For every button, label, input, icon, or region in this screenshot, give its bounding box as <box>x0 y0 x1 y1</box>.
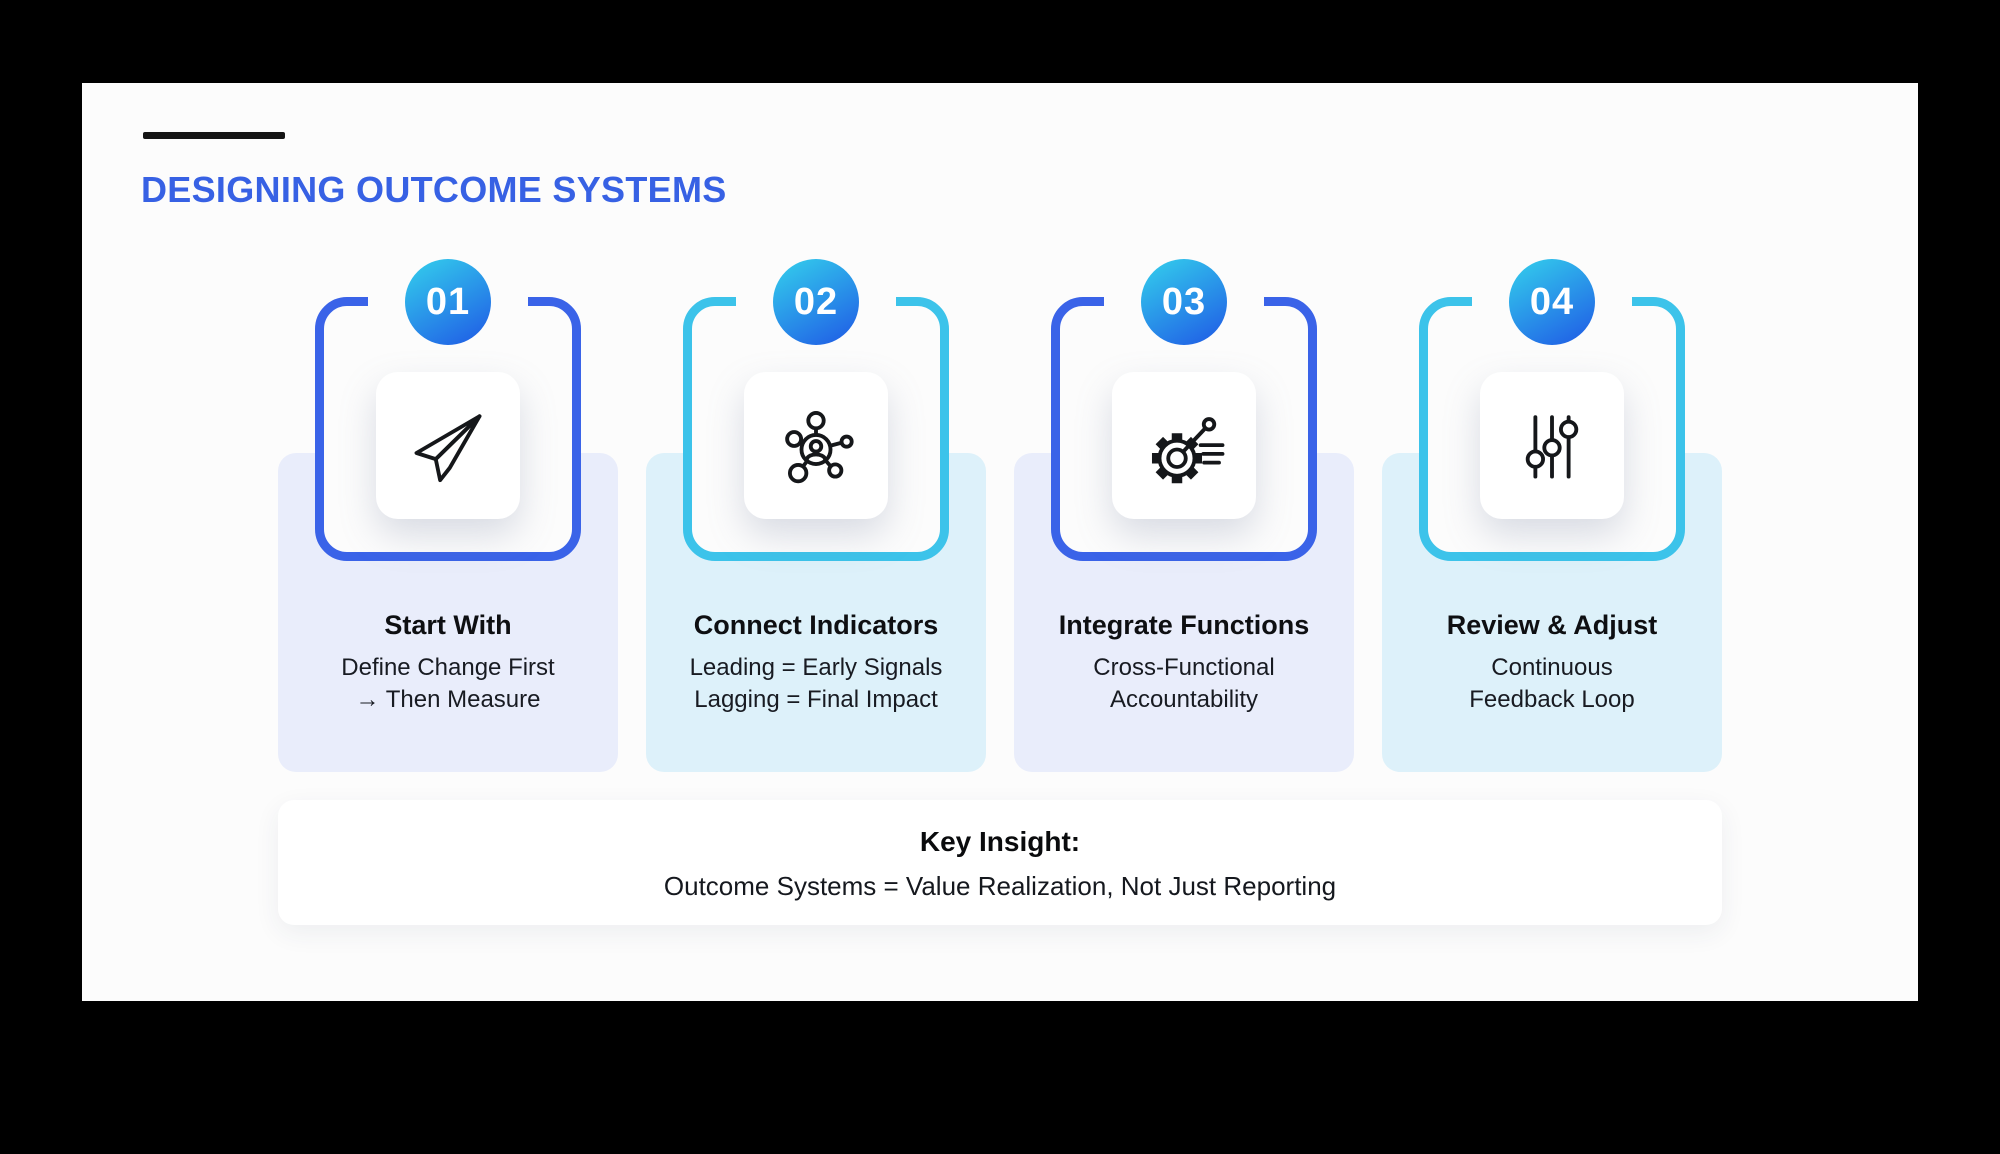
step-number-badge: 02 <box>773 259 859 345</box>
step-desc-line-2: → Then Measure <box>355 686 541 713</box>
step-desc-line-2: Accountability <box>1109 686 1259 713</box>
step-desc-line-1: Define Change First <box>341 654 555 681</box>
step-title: Review & Adjust <box>1446 610 1658 640</box>
gear-progress-icon <box>1151 416 1225 483</box>
slide: DESIGNING OUTCOME SYSTEMS 01 Start With … <box>82 83 1918 1001</box>
icon-box <box>1112 372 1256 519</box>
step-title: Integrate Functions <box>1058 610 1310 640</box>
icon-box <box>744 372 888 519</box>
step-desc-line-2: Feedback Loop <box>1469 686 1635 713</box>
step-desc-line-1: Continuous <box>1491 654 1613 681</box>
icon-box <box>376 372 520 519</box>
step-number-badge: 03 <box>1141 259 1227 345</box>
step-desc: Cross-Functional Accountability <box>1014 652 1354 716</box>
step-card-04: 04 Review & Adjust Continuous Feedback L… <box>1382 259 1722 784</box>
step-desc: Continuous Feedback Loop <box>1382 652 1722 716</box>
page-title: DESIGNING OUTCOME SYSTEMS <box>141 169 727 210</box>
accent-line <box>143 132 285 139</box>
network-hub-icon <box>785 410 854 483</box>
step-card-02: 02 Connect Indicators Leading = Early Si… <box>646 259 986 784</box>
step-card-01: 01 Start With Define Change First → Then… <box>278 259 618 784</box>
step-title: Connect Indicators <box>693 610 939 640</box>
step-number-badge: 01 <box>405 259 491 345</box>
step-title: Start With <box>384 610 512 640</box>
key-insight-text: Outcome Systems = Value Realization, Not… <box>663 871 1337 901</box>
step-desc: Leading = Early Signals Lagging = Final … <box>646 652 986 716</box>
step-desc-line-2: Lagging = Final Impact <box>694 686 938 713</box>
step-number-badge: 04 <box>1509 259 1595 345</box>
step-desc-line-1: Leading = Early Signals <box>689 654 943 681</box>
step-desc-line-1: Cross-Functional <box>1093 654 1275 681</box>
sliders-icon <box>1525 414 1579 479</box>
key-insight-card: Key Insight: Outcome Systems = Value Rea… <box>278 800 1722 925</box>
icon-box <box>1480 372 1624 519</box>
step-desc: Define Change First → Then Measure <box>278 652 618 716</box>
key-insight-title: Key Insight: <box>919 826 1081 857</box>
paper-plane-icon <box>414 413 482 482</box>
step-card-03: 03 Integrate Functions Cross-Functional … <box>1014 259 1354 784</box>
